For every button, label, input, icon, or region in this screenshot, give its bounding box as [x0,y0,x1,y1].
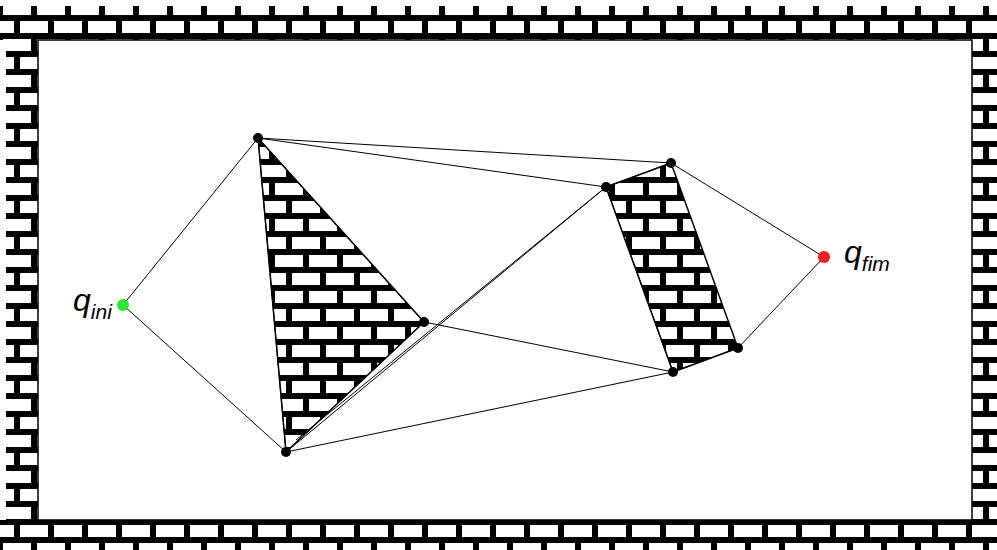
symbol-letter: q [73,282,91,318]
endpoint-node: qfim [817,234,890,280]
graph-edge [286,372,673,452]
free-space [38,40,972,520]
graph-edge [296,187,606,440]
endpoint-label: qini [73,284,112,322]
triangle-obstacle [258,138,424,452]
vertex-dot [666,158,676,168]
symbol-letter: q [844,234,862,270]
graph-edge [258,138,286,452]
symbol-subscript: ini [91,300,112,323]
graph-edge [286,322,424,452]
graph-edge [286,187,606,452]
graph-edge [606,163,671,187]
graph-edge [258,138,606,187]
graph-edge [123,138,258,305]
endpoint-node: qini [73,282,130,328]
vertex-dot [668,367,678,377]
vertex-dot [281,447,291,457]
top-wall [0,6,997,40]
vertex-dot [253,133,263,143]
endpoint-dot [117,299,129,311]
graph-edge [671,163,824,257]
symbol-subscript: fim [862,252,890,275]
graph-edge [738,257,824,348]
left-wall [6,6,38,550]
bottom-wall [0,520,997,550]
vertex-dot [733,343,743,353]
quad-obstacle [606,163,738,372]
graph-vertices [253,133,743,457]
visibility-edges [123,138,824,452]
brick-walls [0,6,997,550]
vertex-dot [419,317,429,327]
graph-edge [673,348,738,372]
endpoint-label: qfim [844,236,890,274]
vertex-dot [601,182,611,192]
graph-edge [258,138,424,322]
graph-edge [424,322,673,372]
graph-edge [258,138,671,163]
obstacles [258,138,738,452]
endpoint-dot [818,251,830,263]
graph-edge [606,187,673,372]
graph-edge [123,305,286,452]
right-wall [972,6,997,550]
